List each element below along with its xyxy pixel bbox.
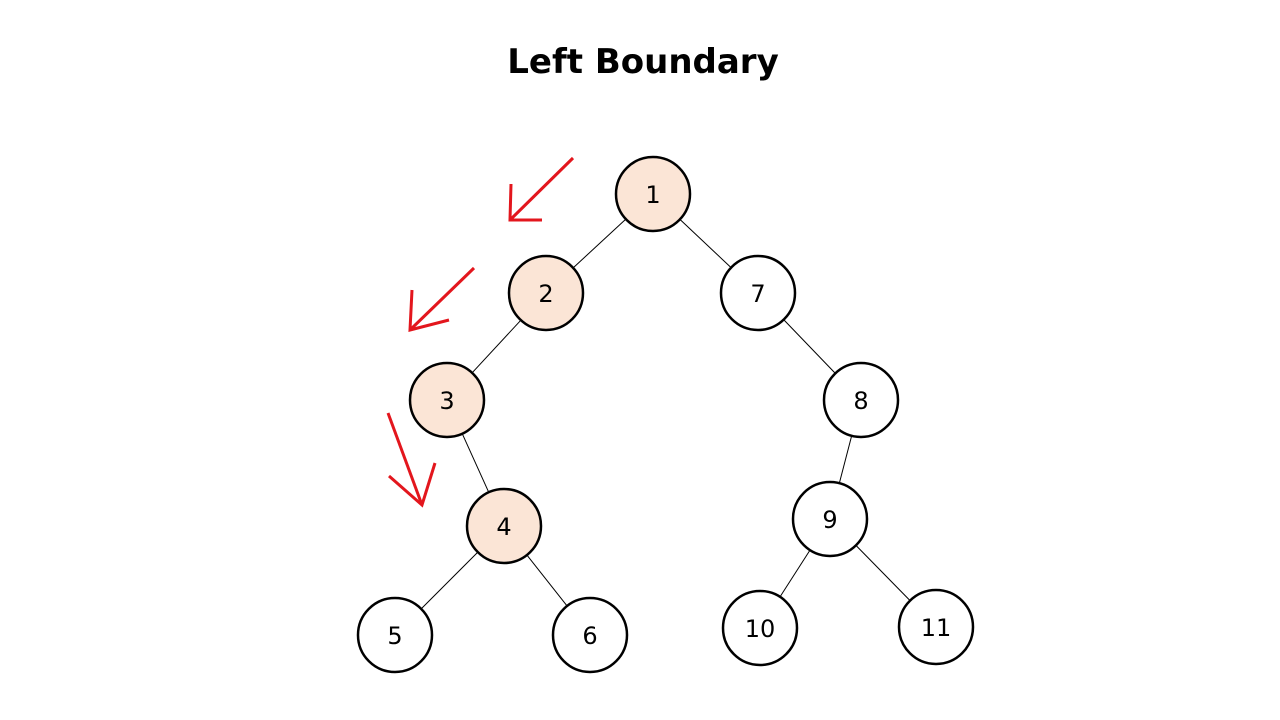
node-circle	[465, 487, 543, 565]
node-circle	[719, 254, 797, 332]
node-circle	[408, 361, 486, 439]
boundary-arrow-1	[508, 156, 575, 222]
node-label: 6	[582, 622, 597, 650]
tree-edge	[526, 554, 568, 607]
node-circle	[897, 588, 975, 666]
page-title: Left Boundary	[507, 42, 779, 82]
tree-edge	[838, 435, 853, 484]
tree-edge	[461, 433, 490, 493]
node-circle	[356, 596, 434, 674]
tree-node-4: 4	[465, 487, 543, 565]
node-label: 7	[750, 280, 765, 308]
node-label: 2	[538, 280, 553, 308]
tree-node-7: 7	[719, 254, 797, 332]
boundary-arrows	[386, 156, 575, 508]
boundary-arrow-1-head	[508, 183, 542, 222]
node-label: 11	[921, 614, 952, 642]
tree-node-6: 6	[551, 596, 629, 674]
node-label: 9	[822, 506, 837, 534]
boundary-arrow-3	[386, 412, 424, 506]
node-label: 5	[387, 622, 402, 650]
node-circle	[721, 589, 799, 667]
node-label: 4	[496, 513, 511, 541]
tree-node-3: 3	[408, 361, 486, 439]
tree-nodes: 1 2 3 4 5 6 7 8 9 10 11	[356, 155, 975, 674]
node-label: 8	[853, 387, 868, 415]
tree-edge	[779, 549, 811, 598]
node-circle	[507, 254, 585, 332]
tree-edge	[572, 218, 627, 269]
tree-edges	[420, 218, 911, 610]
tree-edge	[420, 551, 479, 610]
boundary-arrow-3-head	[388, 462, 437, 508]
tree-edge	[855, 545, 911, 601]
node-circle	[551, 596, 629, 674]
tree-edge	[783, 319, 836, 374]
tree-edge	[471, 319, 522, 374]
node-label: 1	[645, 181, 660, 209]
node-label: 3	[439, 387, 454, 415]
node-circle	[822, 361, 900, 439]
tree-node-2: 2	[507, 254, 585, 332]
boundary-arrow-2	[408, 266, 476, 332]
node-circle	[791, 480, 869, 558]
node-label: 10	[745, 615, 776, 643]
tree-node-1: 1	[614, 155, 692, 233]
node-circle	[614, 155, 692, 233]
tree-node-8: 8	[822, 361, 900, 439]
tree-node-10: 10	[721, 589, 799, 667]
boundary-arrow-2-head	[408, 289, 450, 332]
tree-node-11: 11	[897, 588, 975, 666]
tree-node-5: 5	[356, 596, 434, 674]
tree-node-9: 9	[791, 480, 869, 558]
tree-edge	[679, 219, 732, 268]
